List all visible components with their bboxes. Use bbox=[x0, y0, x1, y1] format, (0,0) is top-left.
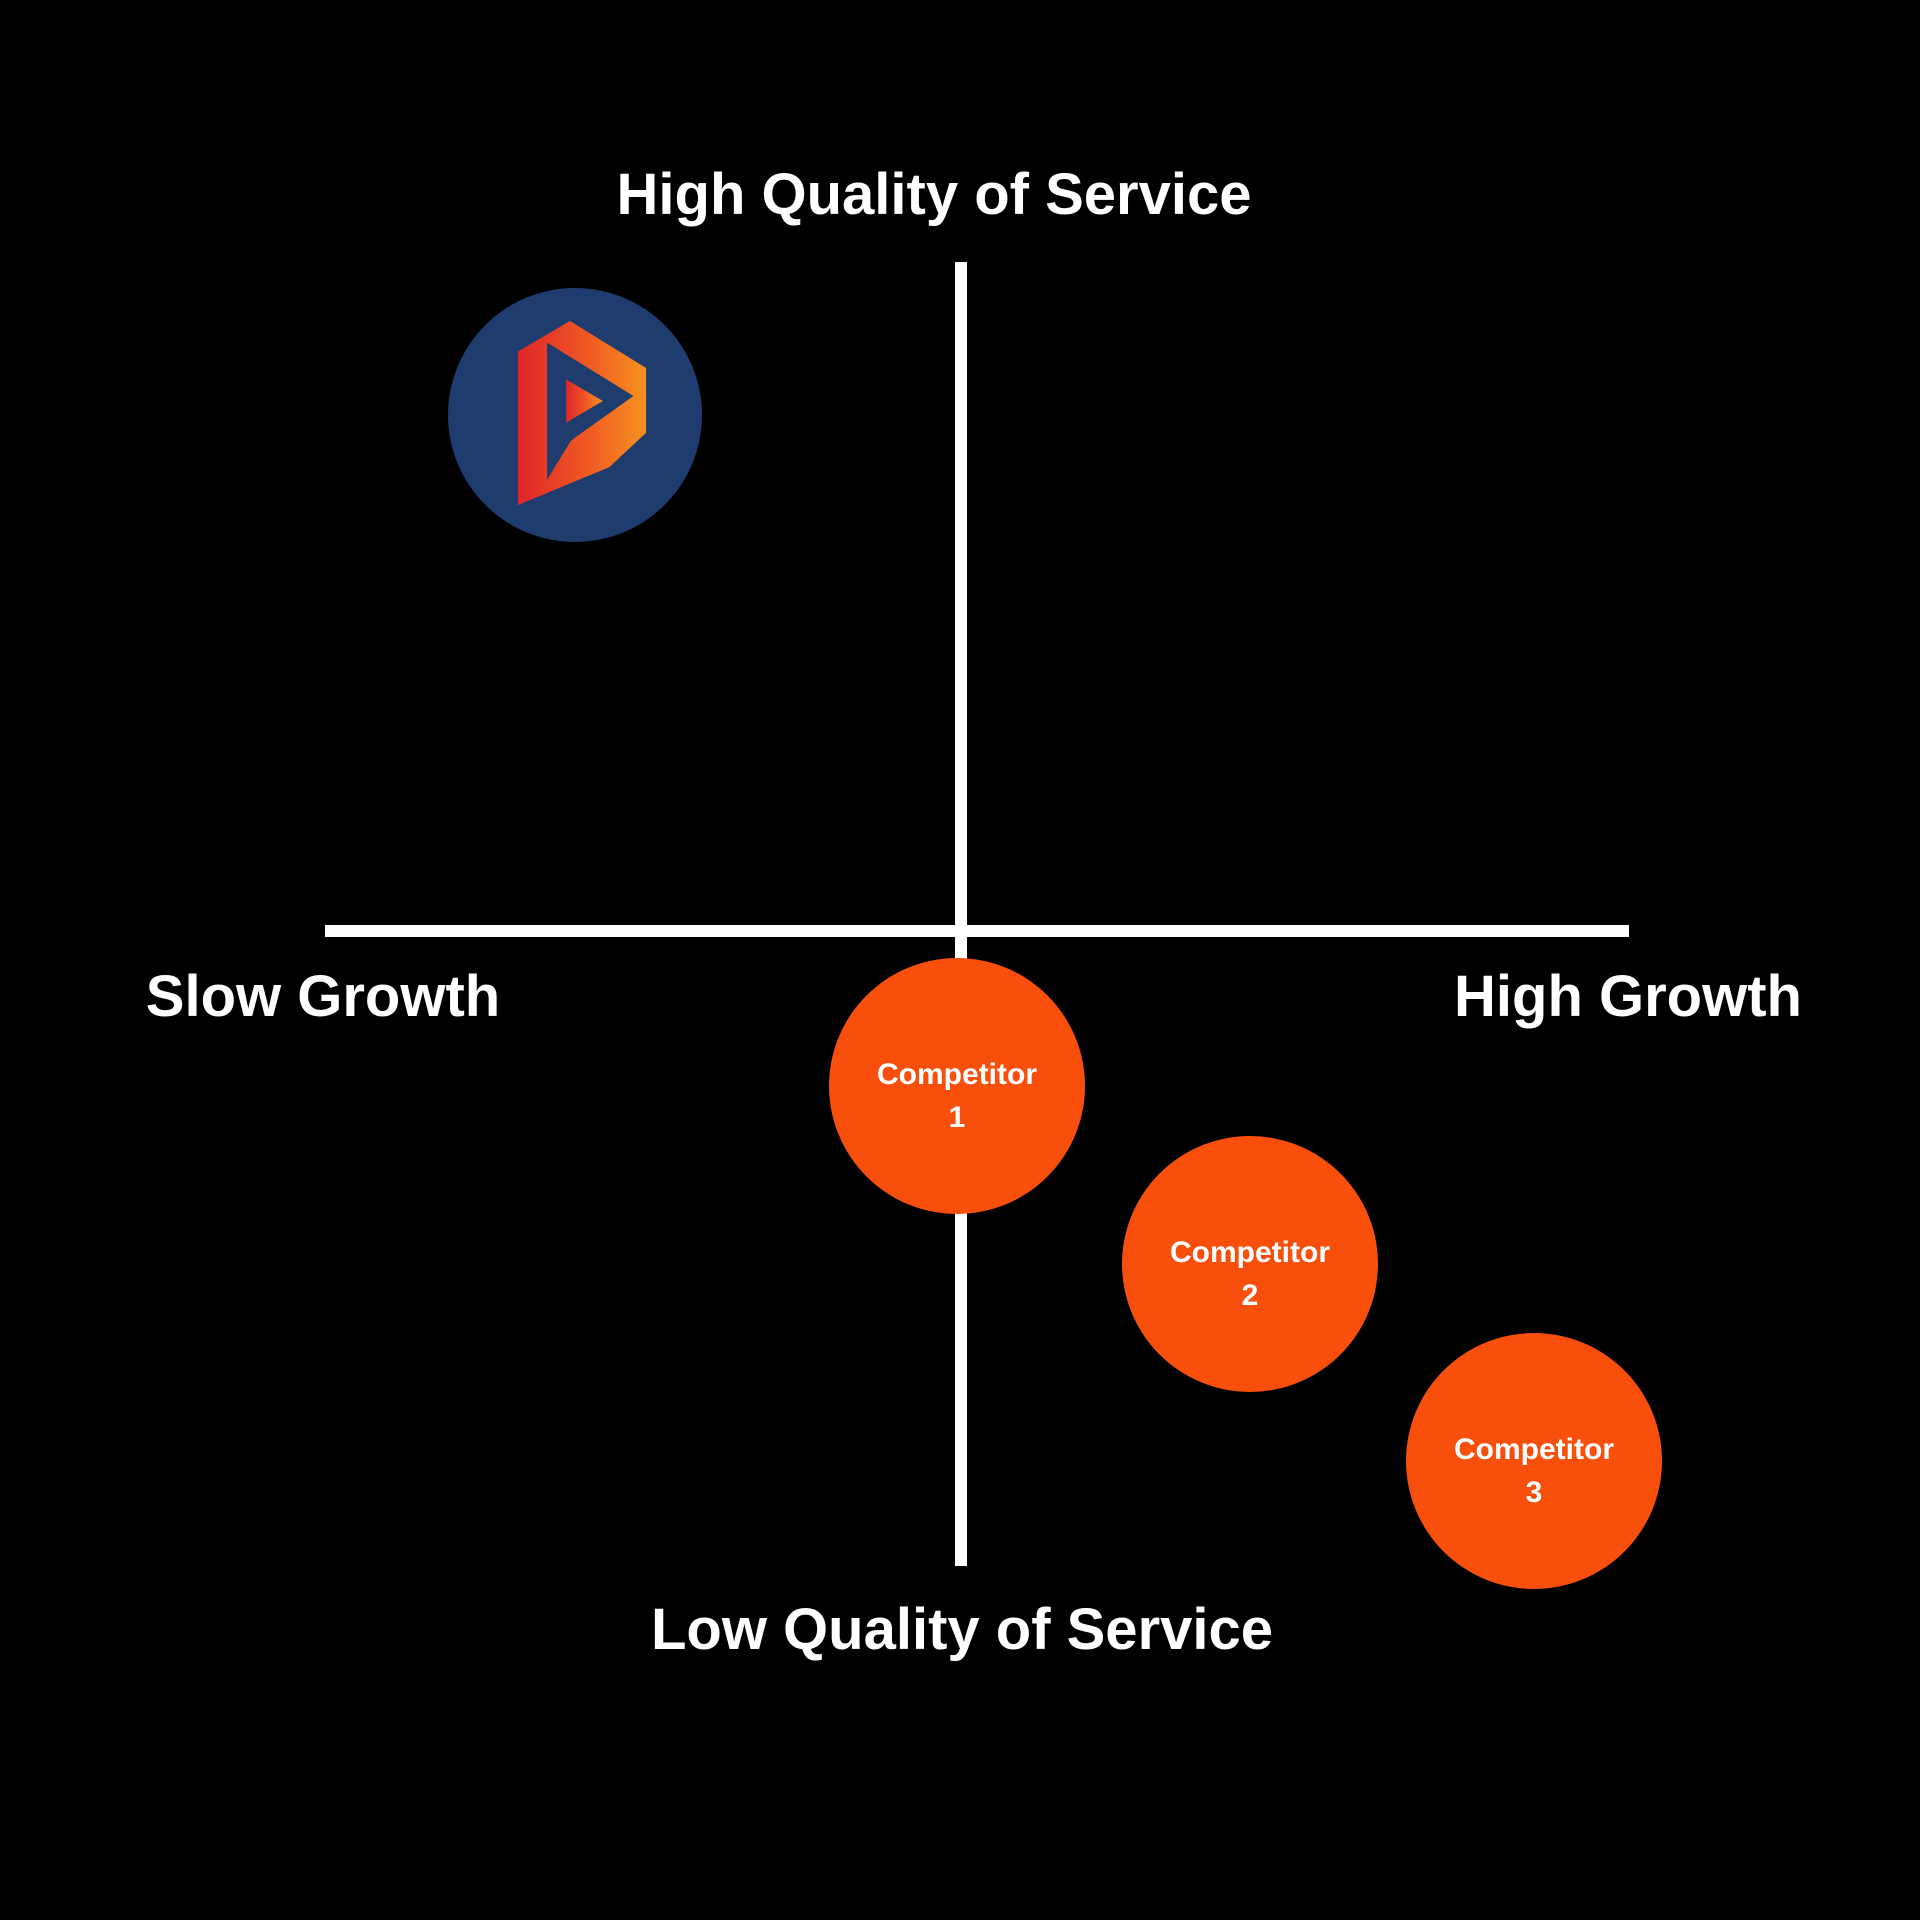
left-axis-label: Slow Growth bbox=[145, 964, 501, 1029]
competitor-2-name: Competitor bbox=[1170, 1236, 1330, 1269]
competitor-2-bubble: Competitor 2 bbox=[1122, 1136, 1378, 1392]
competitor-3-name: Competitor bbox=[1454, 1433, 1614, 1466]
right-axis-label: High Growth bbox=[1454, 964, 1802, 1029]
competitor-3-number: 3 bbox=[1525, 1476, 1543, 1509]
brand-logo-bubble bbox=[448, 288, 702, 542]
competitor-3-bubble: Competitor 3 bbox=[1406, 1333, 1662, 1589]
competitor-2-label: Competitor 2 bbox=[1170, 1231, 1330, 1317]
p-play-logo-icon bbox=[448, 288, 702, 542]
competitor-1-number: 1 bbox=[948, 1101, 966, 1134]
top-axis-label: High Quality of Service bbox=[616, 162, 1252, 227]
bottom-axis-label: Low Quality of Service bbox=[650, 1597, 1274, 1662]
competitor-1-name: Competitor bbox=[877, 1058, 1037, 1091]
competitor-1-label: Competitor 1 bbox=[877, 1053, 1037, 1139]
competitor-2-number: 2 bbox=[1241, 1279, 1259, 1312]
vertical-axis-line bbox=[955, 262, 967, 1566]
competitor-1-bubble: Competitor 1 bbox=[829, 958, 1085, 1214]
horizontal-axis-line bbox=[325, 925, 1629, 937]
competitor-3-label: Competitor 3 bbox=[1454, 1428, 1614, 1514]
